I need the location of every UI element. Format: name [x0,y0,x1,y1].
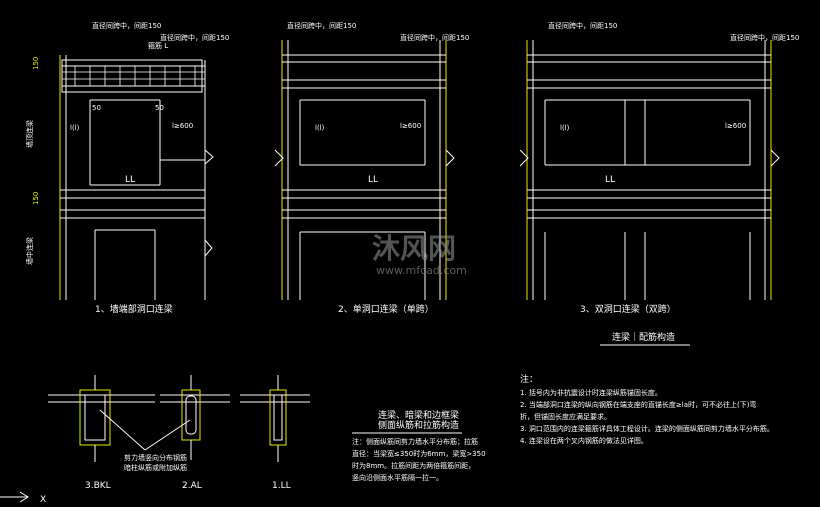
watermark-text: 沐风网 [372,232,456,265]
middle-note-title-1: 连梁、暗梁和边框梁 [378,409,459,421]
section-label-ll: 1.LL [272,481,291,491]
detail-1 [59,55,214,300]
anchor-4: l≥600 [400,122,421,130]
callout-top-1: 直径同跨中，间距150 [92,21,161,30]
section-label-al: 2.AL [182,481,202,491]
beam-mark-3: LL [605,175,615,185]
callout-top-right-1: 直径同跨中，间距150 [160,33,229,42]
anchor-6: l≥600 [725,122,746,130]
anchor-3: l(l) [315,124,325,132]
middle-note-line-1: 注：侧面纵筋同剪力墙水平分布筋；拉筋 [352,437,478,446]
section-label-bkl: 3.BKL [85,481,111,491]
side-note-1: 墙顶连梁 [25,120,34,148]
callout-top-2: 直径同跨中，间距150 [287,21,356,30]
note-4: 4. 连梁设在两个叉内钢筋的做法见详图。 [520,436,648,445]
callout-top-right-2: 直径同跨中，间距150 [400,33,469,42]
beam-mark-1: LL [125,175,135,185]
notes-title: 注： [520,373,538,385]
callout-top-3: 直径同跨中，间距150 [548,21,617,30]
axis-label: X [40,495,46,505]
watermark-url: www.mfcad.com [376,264,467,277]
detail-2 [274,40,455,300]
side-note-2: 墙中连梁 [25,237,34,265]
middle-note-line-3: 时为8mm。拉筋间距为两倍箍筋间距， [352,461,475,470]
anchor-5: l(l) [560,124,570,132]
dim-50-2: 50 [155,104,164,112]
detail-title-1: 1、墙端部洞口连梁 [95,303,173,315]
note-2b: 折，但锚固长度应满足要求。 [520,412,611,421]
dim-50-1: 50 [92,104,101,112]
section-callout-2: 暗柱纵筋或附加纵筋 [124,463,187,472]
anchor-2: l≥600 [172,122,193,130]
note-1: 1. 括号内为非抗震设计时连梁纵筋锚固长度。 [520,388,662,397]
section-details [48,375,310,462]
middle-note-line-4: 竖向沿侧面水平筋隔一拉一。 [352,473,443,482]
detail-title-3: 3、双洞口连梁（双跨） [580,303,676,315]
watermark: 沐风网 www.mfcad.com [372,232,467,277]
right-header: 连梁｜配筋构造 [612,331,675,343]
middle-note-title-2: 侧面纵筋和拉筋构造 [378,419,459,431]
section-callout-1: 剪力墙竖向分布钢筋 [124,453,187,462]
note-2: 2. 当端部洞口连梁的纵向钢筋在端支座的直锚长度≥la时，可不必往上(下)弯 [520,400,756,409]
anchor-1: l(l) [70,124,80,132]
note-3: 3. 洞口范围内的连梁箍筋详具体工程设计。连梁的侧面纵筋同剪力墙水平分布筋。 [520,424,774,433]
detail-3 [519,40,780,300]
detail-title-2: 2、单洞口连梁（单跨） [338,303,434,315]
axis-indicator [0,491,29,503]
dim-150-2: 150 [32,192,40,205]
callout-top-right-3: 直径同跨中，间距150 [730,33,799,42]
callout-stirrup: 箍筋 L [148,41,168,50]
middle-note-line-2: 直径：当梁宽≤350时为6mm，梁宽>350 [352,449,486,458]
beam-mark-2: LL [368,175,378,185]
dim-150-1: 150 [32,57,40,70]
